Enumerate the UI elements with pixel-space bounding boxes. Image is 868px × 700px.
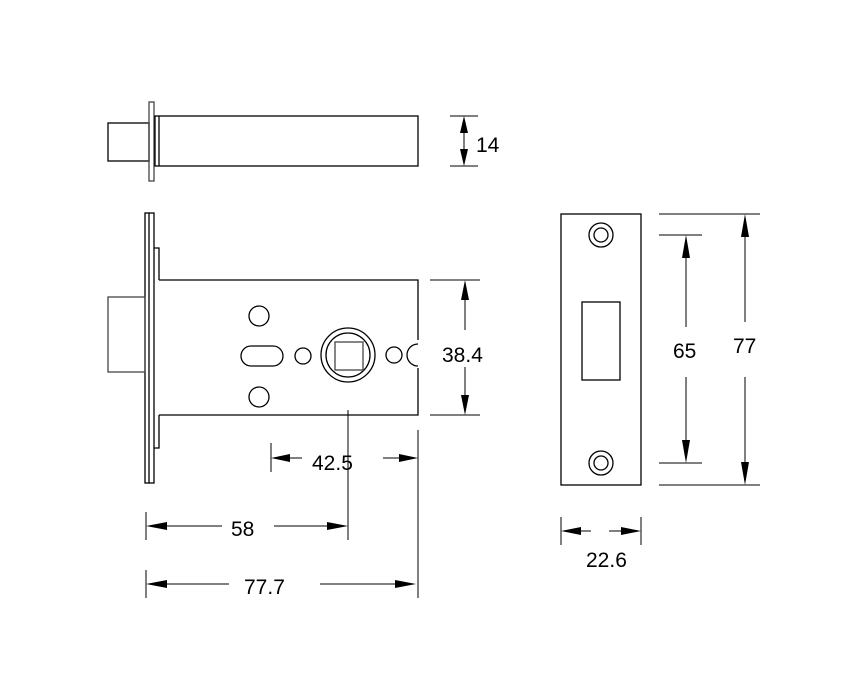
dimension-backset-center: 42.5 [270,410,419,598]
dim-label-22-6: 22.6 [586,549,627,572]
follower-outer-ring [320,327,376,383]
fixing-hole-top [248,305,270,327]
dim-label-65: 65 [673,340,696,363]
screw-hole-bottom-inner [593,455,609,471]
dimension-case-height: 38.4 [430,279,483,416]
dimension-bolt-thickness: 14 [450,115,500,167]
small-hole-right [385,346,403,364]
bolt-aperture [581,301,621,381]
dimension-strike-width: 22.6 [560,517,642,572]
case-top [154,115,419,167]
top-view [107,101,419,182]
dimension-strike-centres: 65 [659,234,702,464]
dim-label-38-4: 38.4 [442,344,483,367]
dimension-backset: 58 [145,512,348,541]
dimension-overall-depth: 77.7 [145,570,416,599]
spindle-square [334,341,364,371]
dim-label-58: 58 [231,518,254,541]
bolt [107,296,146,373]
small-hole-left [294,347,312,365]
screw-hole-top-inner [593,227,609,243]
dim-label-77: 77 [733,335,756,358]
edge-cutout [406,343,419,367]
screw-hole-bottom-outer [588,450,614,476]
dim-label-14: 14 [476,134,500,157]
bolt-stub [107,122,150,162]
dim-label-77-7: 77.7 [244,576,285,599]
strike-plate [560,213,642,486]
slot-hole [240,345,284,367]
screw-hole-top-outer [588,222,614,248]
dimension-strike-height: 77 [659,213,760,486]
dim-label-42-5: 42.5 [312,452,353,475]
side-view [107,212,419,484]
follower-inner-ring [325,332,371,378]
faceplate-edge [148,101,155,182]
fixing-hole-bottom [248,386,270,408]
strike-plate-view [560,213,642,486]
